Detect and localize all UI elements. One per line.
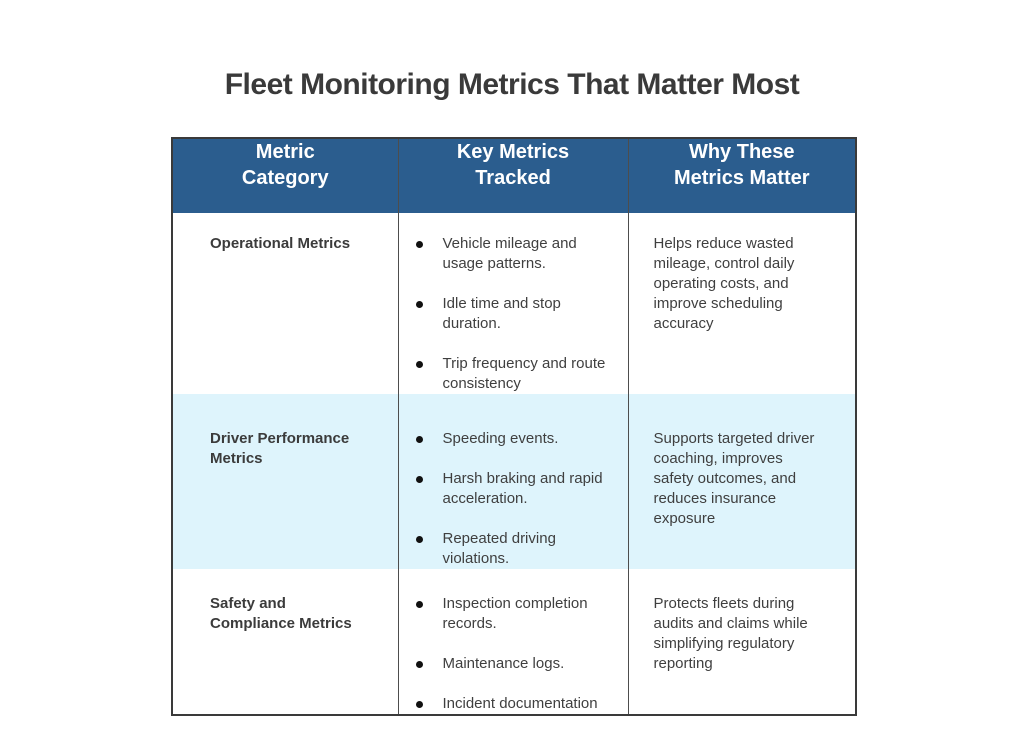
table-row-driver-performance-metrics: Driver Performance Metrics Speeding even…	[172, 394, 856, 569]
bullet-text: Speeding events.	[442, 430, 559, 447]
bullet-icon	[415, 436, 423, 443]
bullet-icon	[415, 536, 423, 543]
bullet-icon	[415, 476, 423, 483]
bullet-list: Vehicle mileage and usage patterns. Idle…	[412, 234, 614, 394]
column-header-key-metrics-tracked: Key Metrics Tracked	[397, 138, 629, 213]
bullet-text: Repeated driving violations.	[442, 530, 556, 567]
bullet-text: Inspection completion records.	[442, 595, 588, 632]
table-row-safety-and-compliance-metrics: Safety and Compliance Metrics Inspection…	[172, 569, 856, 715]
bullet-icon	[415, 601, 423, 608]
category-label: Safety and Compliance Metrics	[172, 569, 399, 715]
metrics-cell: Inspection completion records. Maintenan…	[397, 569, 629, 715]
fleet-metrics-table: Metric Category Key Metrics Tracked Why …	[171, 137, 857, 716]
header-line: Category	[241, 167, 329, 189]
bullet-icon	[415, 301, 423, 308]
why-text: Protects fleets during audits and claims…	[627, 569, 856, 715]
table-header-row: Metric Category Key Metrics Tracked Why …	[172, 138, 856, 213]
bullet-item: Inspection completion records.	[412, 594, 614, 634]
bullet-icon	[415, 701, 423, 708]
bullet-item: Harsh braking and rapid acceleration.	[412, 469, 614, 509]
bullet-text: Vehicle mileage and usage patterns.	[442, 235, 577, 272]
bullet-item: Vehicle mileage and usage patterns.	[412, 234, 614, 274]
column-header-metric-category: Metric Category	[172, 138, 399, 213]
header-line: Metrics Matter	[673, 167, 810, 189]
bullet-text: Idle time and stop duration.	[442, 295, 561, 332]
category-label: Operational Metrics	[172, 213, 399, 394]
bullet-list: Inspection completion records. Maintenan…	[412, 594, 614, 714]
header-line: Metric	[255, 141, 315, 163]
bullet-text: Maintenance logs.	[442, 655, 565, 672]
bullet-list: Speeding events. Harsh braking and rapid…	[412, 429, 614, 569]
bullet-item: Maintenance logs.	[412, 654, 614, 674]
bullet-item: Incident documentation	[412, 694, 614, 714]
why-text: Helps reduce wasted mileage, control dai…	[627, 213, 856, 394]
table-row-operational-metrics: Operational Metrics Vehicle mileage and …	[172, 213, 856, 394]
metrics-cell: Speeding events. Harsh braking and rapid…	[397, 394, 629, 569]
bullet-item: Repeated driving violations.	[412, 529, 614, 569]
why-text: Supports targeted driver coaching, impro…	[627, 394, 856, 569]
header-line: Tracked	[475, 167, 551, 189]
bullet-text: Harsh braking and rapid acceleration.	[442, 470, 603, 507]
metrics-cell: Vehicle mileage and usage patterns. Idle…	[397, 213, 629, 394]
bullet-icon	[415, 661, 423, 668]
category-label: Driver Performance Metrics	[172, 394, 399, 569]
bullet-text: Trip frequency and route consistency	[442, 355, 606, 392]
bullet-icon	[415, 241, 423, 248]
column-header-why-these-metrics-matter: Why These Metrics Matter	[627, 138, 856, 213]
bullet-text: Incident documentation	[442, 695, 598, 712]
bullet-icon	[415, 361, 423, 368]
header-line: Key Metrics	[456, 141, 570, 163]
bullet-item: Idle time and stop duration.	[412, 294, 614, 334]
page-title: Fleet Monitoring Metrics That Matter Mos…	[224, 68, 800, 101]
bullet-item: Speeding events.	[412, 429, 614, 449]
header-line: Why These	[688, 141, 795, 163]
bullet-item: Trip frequency and route consistency	[412, 354, 614, 394]
